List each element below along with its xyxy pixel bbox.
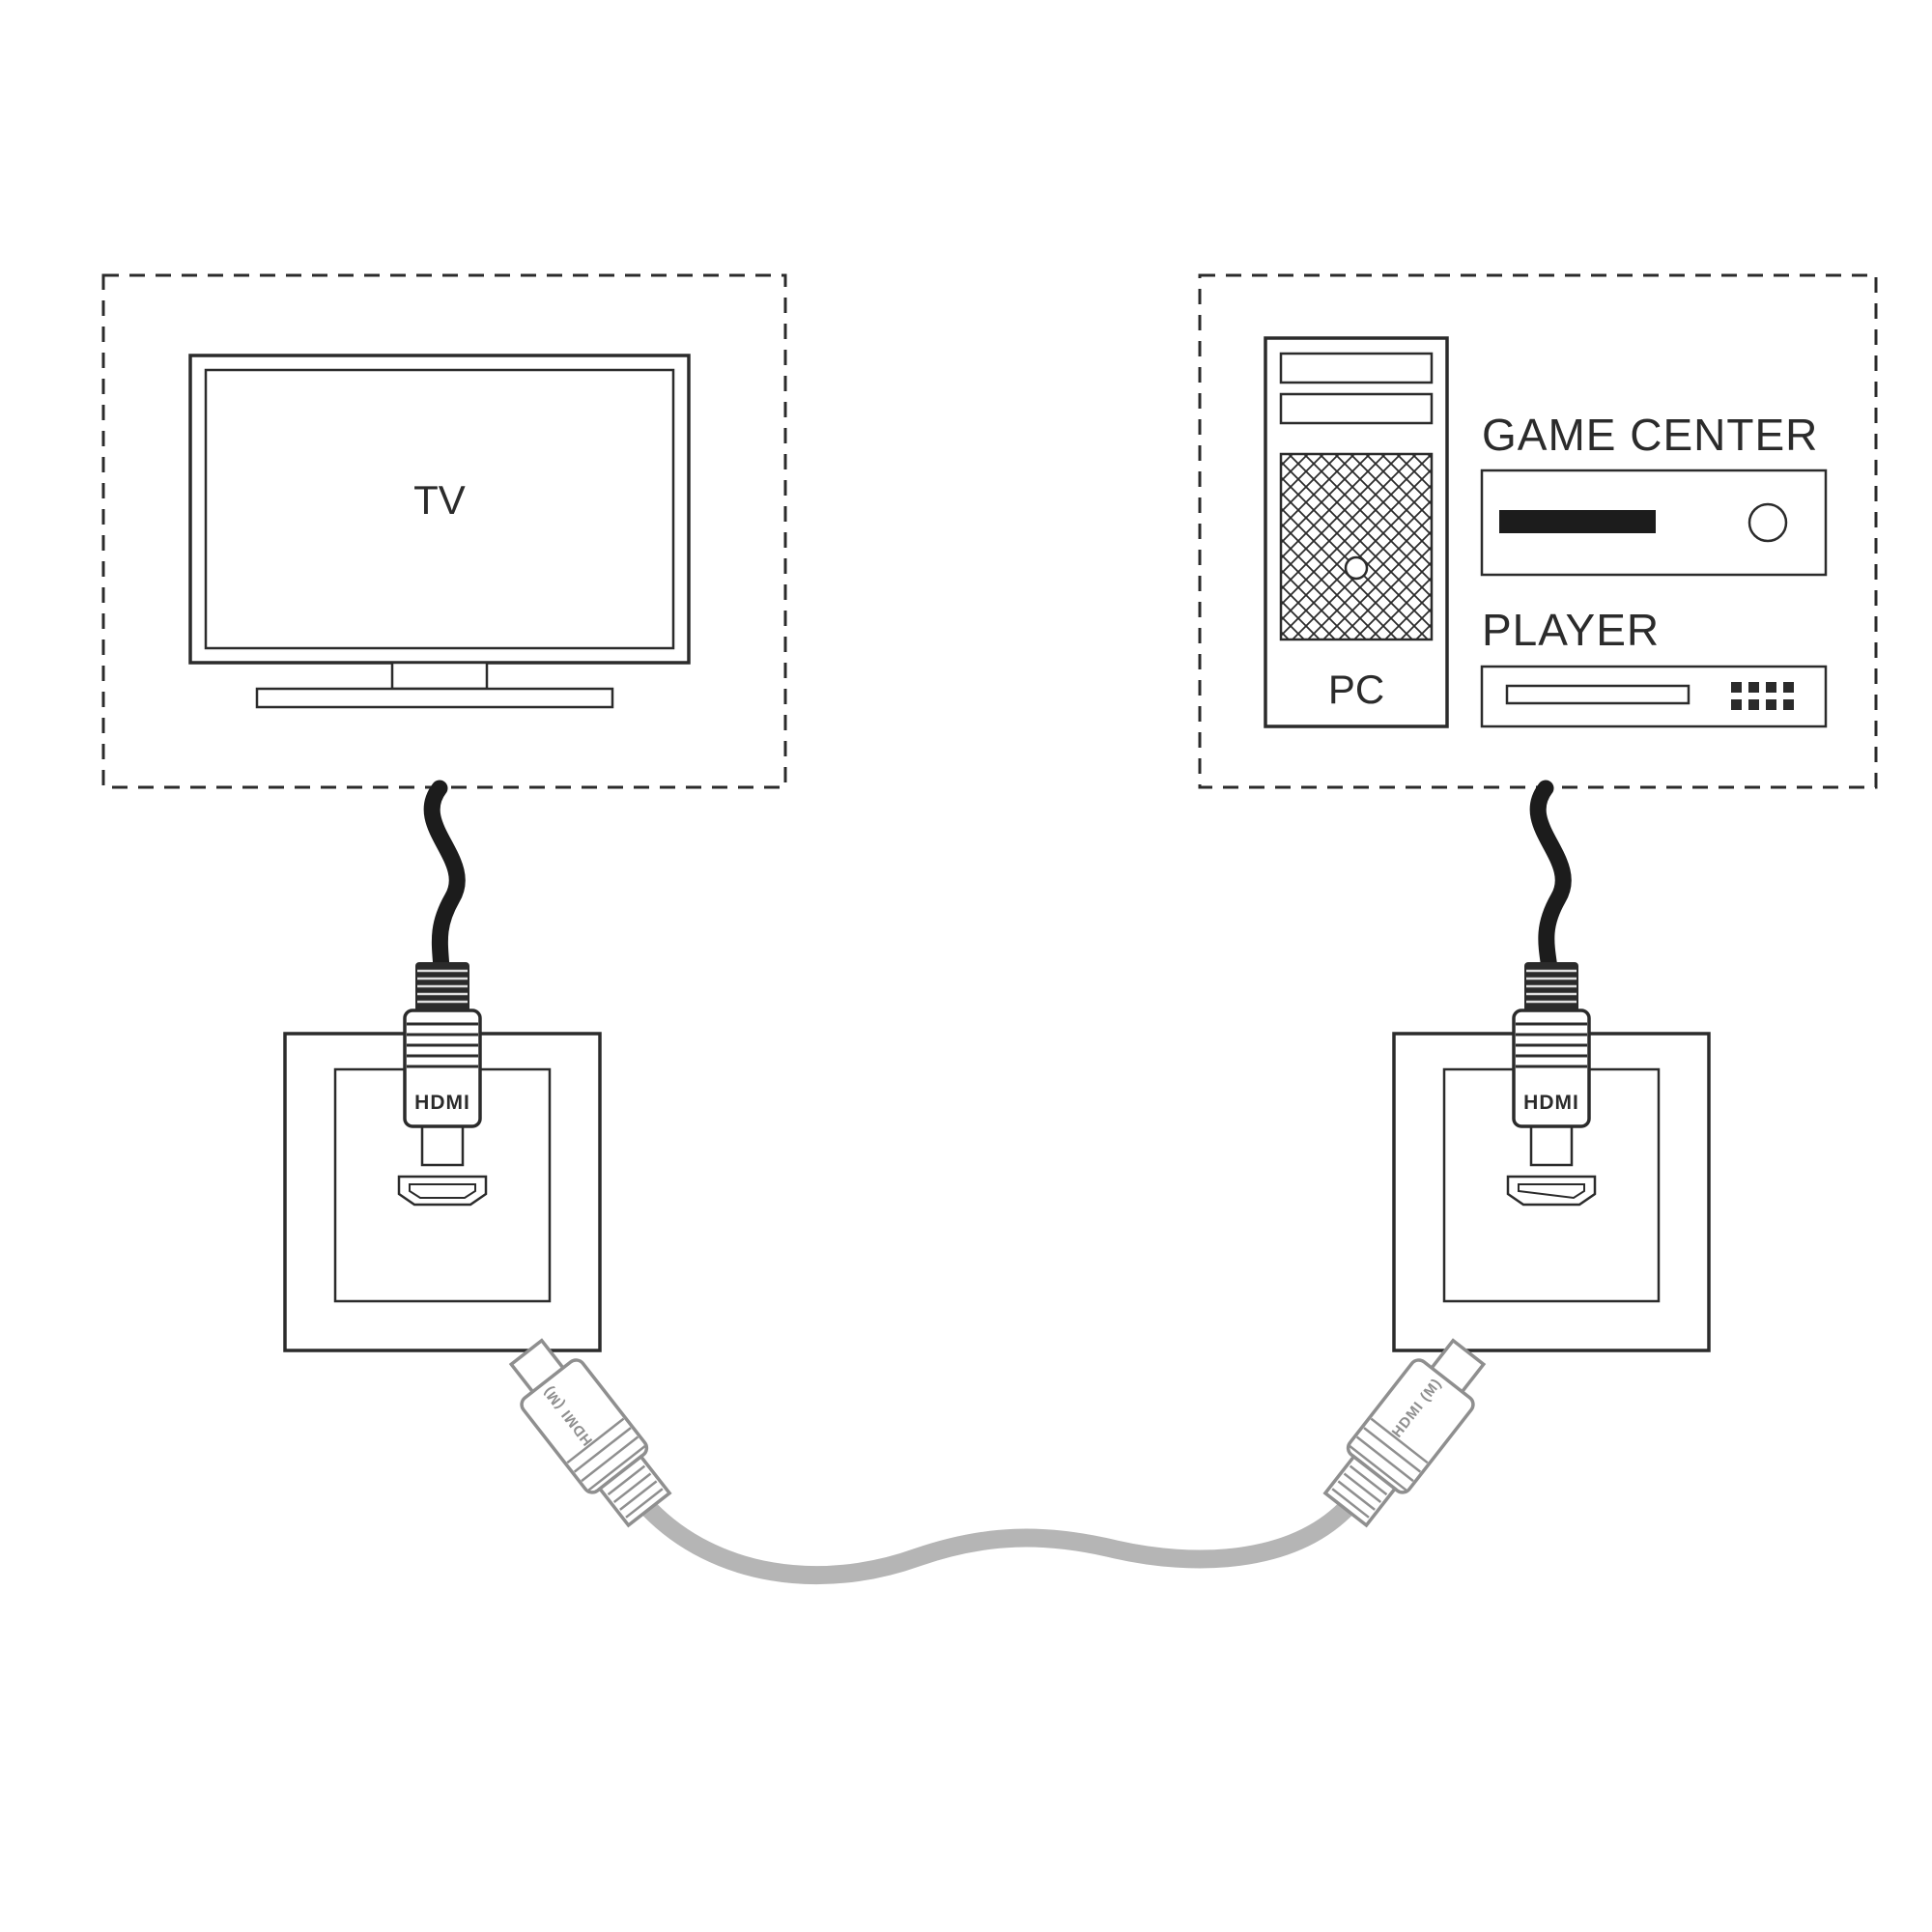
- right-patch-relief-ridges: [1331, 1464, 1388, 1519]
- tv-stand-neck: [390, 661, 489, 691]
- right-patch-body-ridges: [1349, 1417, 1429, 1492]
- left-hdmi-socket-inner: [409, 1183, 476, 1199]
- pc-drive-bay-2: [1279, 392, 1434, 425]
- player-disc-tray: [1505, 684, 1690, 705]
- tv-stand-base: [255, 687, 614, 709]
- player-buttons: [1731, 682, 1794, 710]
- left-hdmi-body: [403, 1009, 482, 1128]
- right-hdmi-label: HDMI: [1523, 1092, 1579, 1114]
- pc-drive-bay-1: [1279, 352, 1434, 384]
- right-hdmi-socket-inner: [1518, 1183, 1585, 1200]
- tv: TV: [188, 354, 691, 709]
- left-patch-connector: HDMI (M): [508, 1338, 672, 1528]
- left-hdmi-socket-icon: [397, 1175, 488, 1207]
- pc-vent-grille: [1279, 452, 1434, 641]
- left-patch-body-ridges: [566, 1417, 646, 1492]
- tv-label: TV: [413, 477, 466, 523]
- tv-zone: TV: [101, 273, 787, 789]
- left-hdmi-label: HDMI: [414, 1092, 470, 1114]
- right-hdmi-body-ridges: [1516, 1022, 1587, 1068]
- pc-power-button: [1344, 555, 1369, 581]
- right-hdmi-relief-ridges: [1526, 969, 1577, 1004]
- left-patch-relief-ridges: [607, 1464, 664, 1519]
- patch-cable: [639, 1499, 1355, 1585]
- tv-screen: [204, 368, 675, 650]
- player-label: PLAYER: [1482, 605, 1660, 655]
- game-center-label: GAME CENTER: [1482, 410, 1818, 460]
- right-patch-strain-relief: [1322, 1454, 1398, 1528]
- game-center-slot: [1499, 510, 1656, 533]
- left-hdmi-relief-ridges: [417, 969, 468, 1004]
- left-hdmi-connector: HDMI: [403, 962, 482, 1167]
- right-hdmi-body: [1512, 1009, 1591, 1128]
- right-hdmi-socket-icon: [1506, 1175, 1597, 1207]
- game-center-button: [1747, 502, 1788, 543]
- right-hdmi-connector: HDMI: [1512, 962, 1591, 1167]
- left-hdmi-body-ridges: [407, 1022, 478, 1068]
- left-patch-strain-relief: [597, 1454, 672, 1528]
- source-cable: [1529, 780, 1572, 977]
- game-center-console: [1480, 469, 1828, 577]
- player-device: [1480, 665, 1828, 728]
- pc-label: PC: [1328, 667, 1384, 712]
- right-patch-connector: HDMI (M): [1322, 1338, 1487, 1528]
- tv-cable: [423, 780, 466, 977]
- pc-tower: PC: [1264, 336, 1449, 728]
- source-zone: PC GAME CENTER PLAYER: [1198, 273, 1878, 789]
